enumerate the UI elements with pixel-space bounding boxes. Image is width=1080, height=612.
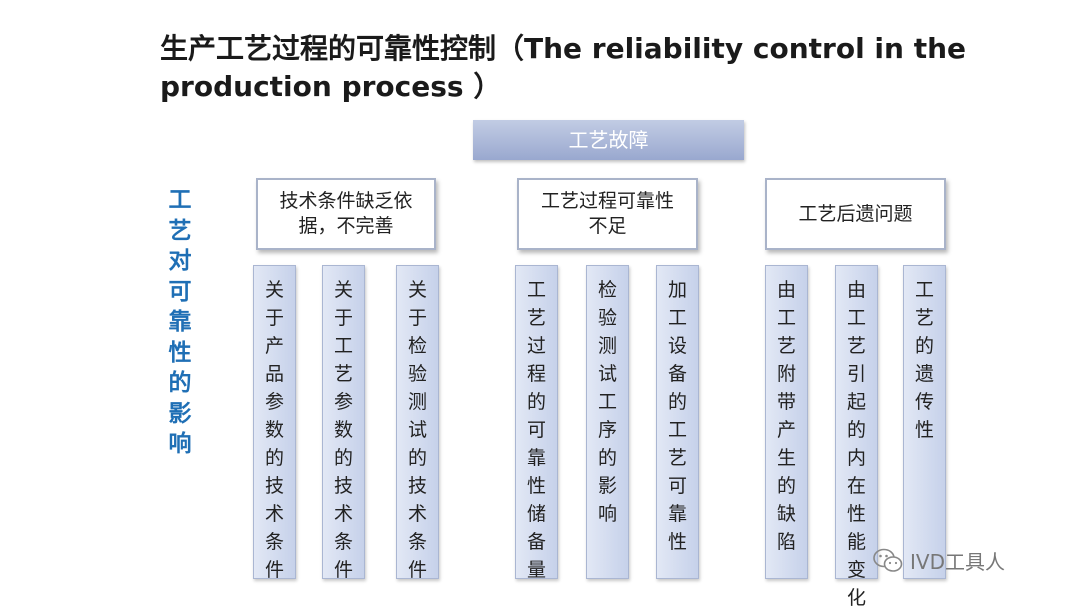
leaf-box: 由工艺附带产生的缺陷 [765,265,808,579]
leaf-text: 由工艺引起的内在性能变化 [846,279,866,609]
category-box-process-reliability: 工艺过程可靠性 不足 [517,178,698,250]
category-box-tech-conditions: 技术条件缺乏依 据，不完善 [256,178,436,250]
leaf-text: 工艺过程的可靠性储备量 [526,279,546,581]
leaf-text: 加工设备的工艺可靠性 [667,279,687,553]
root-node-process-failure: 工艺故障 [473,120,744,160]
leaf-text: 工艺的遗传性 [914,279,934,441]
category-line: 工艺过程可靠性 [540,190,674,212]
leaf-text: 关于工艺参数的技术条件 [333,279,353,581]
side-label-process-impact: 工艺对可靠性的影响 [168,187,192,457]
page-title: 生产工艺过程的可靠性控制（The reliability control in … [160,32,967,103]
leaf-box: 关于工艺参数的技术条件 [322,265,365,581]
category-box-process-aftereffects: 工艺后遗问题 [765,178,946,250]
watermark-text: IVD工具人 [910,550,1005,574]
leaf-box: 工艺的遗传性 [903,265,946,579]
leaf-box: 加工设备的工艺可靠性 [656,265,699,579]
category-line: 据，不完善 [298,215,394,237]
watermark: IVD工具人 [872,546,1005,575]
leaf-box: 工艺过程的可靠性储备量 [515,265,558,581]
category-line: 工艺后遗问题 [798,202,913,225]
leaf-box: 由工艺引起的内在性能变化 [835,265,878,609]
leaf-box: 关于产品参数的技术条件 [253,265,296,581]
category-line: 不足 [588,215,627,237]
leaf-box: 检验测试工序的影响 [586,265,629,579]
leaf-box: 关于检验测试的技术条件 [396,265,439,581]
category-line: 技术条件缺乏依 [279,190,413,212]
leaf-text: 关于检验测试的技术条件 [407,279,427,581]
leaf-text: 关于产品参数的技术条件 [264,279,284,581]
leaf-text: 检验测试工序的影响 [597,279,617,525]
wechat-icon [872,547,904,575]
leaf-text: 由工艺附带产生的缺陷 [776,279,796,553]
